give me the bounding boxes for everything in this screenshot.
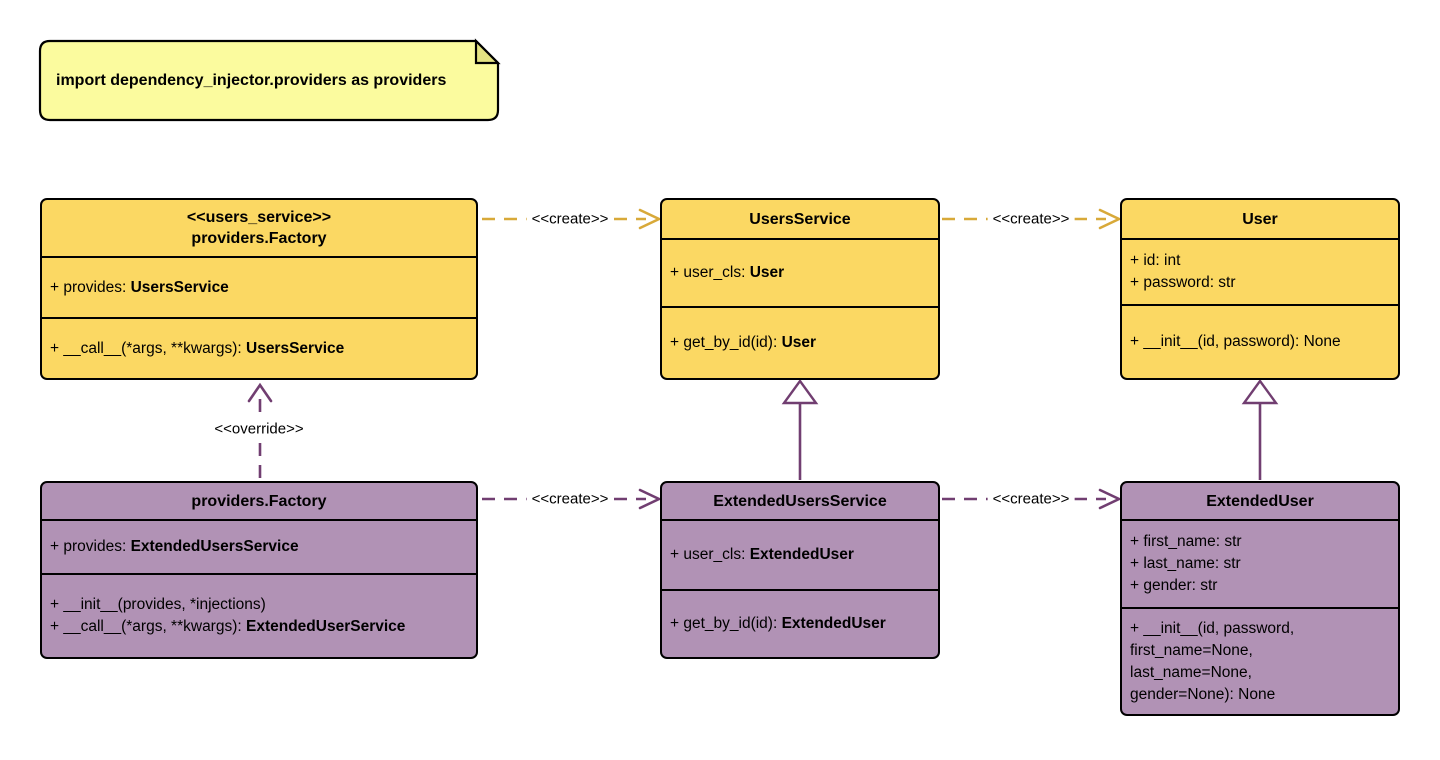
method-line: + __call__(*args, **kwargs): ExtendedUse… xyxy=(50,616,468,638)
attribute-line: + password: str xyxy=(1130,272,1390,294)
class-header: providers.Factory xyxy=(42,483,476,519)
method-text: + get_by_id(id): xyxy=(670,615,782,632)
methods-section: + __init__(provides, *injections) + __ca… xyxy=(42,573,476,657)
method-line: + __call__(*args, **kwargs): UsersServic… xyxy=(50,338,468,360)
attribute-text: + last_name: str xyxy=(1130,555,1241,572)
create-edge-label-usersservice-user: <<create>> xyxy=(987,210,1075,228)
inheritance-triangle-extuser xyxy=(1241,378,1279,405)
attributes-section: + user_cls: ExtendedUser xyxy=(662,519,938,589)
attribute-line: + gender: str xyxy=(1130,575,1390,597)
class-name: providers.Factory xyxy=(191,492,327,510)
method-line: + get_by_id(id): ExtendedUser xyxy=(670,613,930,635)
method-line: + __init__(provides, *injections) xyxy=(50,594,468,616)
create-edge-label-extusersservice-extuser: <<create>> xyxy=(987,490,1075,508)
method-type: ExtendedUser xyxy=(781,615,886,632)
class-header: <<users_service>> providers.Factory xyxy=(42,200,476,256)
override-arrowhead xyxy=(247,382,273,403)
method-type: User xyxy=(781,334,817,351)
method-line: + get_by_id(id): User xyxy=(670,332,930,354)
attribute-type: UsersService xyxy=(130,278,229,296)
methods-section: + __init__(id, password): None xyxy=(1122,304,1398,378)
attribute-text: + password: str xyxy=(1130,274,1236,291)
note-shape xyxy=(38,39,500,122)
attribute-line: + first_name: str xyxy=(1130,531,1390,553)
class-users-service: UsersService + user_cls: User + get_by_i… xyxy=(660,198,940,380)
attribute-text: + provides: xyxy=(50,278,131,296)
methods-section: + get_by_id(id): User xyxy=(662,306,938,378)
create-edge-label-extfactory-extusersservice: <<create>> xyxy=(526,490,614,508)
methods-section: + __call__(*args, **kwargs): UsersServic… xyxy=(42,317,476,378)
method-type: ExtendedUserService xyxy=(246,618,406,635)
attribute-text: + id: int xyxy=(1130,252,1181,269)
attribute-text: + first_name: str xyxy=(1130,533,1242,550)
class-header: User xyxy=(1122,200,1398,238)
class-extended-users-service: ExtendedUsersService + user_cls: Extende… xyxy=(660,481,940,659)
attribute-line: + provides: ExtendedUsersService xyxy=(50,536,468,558)
attribute-text: + user_cls: xyxy=(670,264,750,281)
note-text: import dependency_injector.providers as … xyxy=(56,71,447,89)
method-text: + __call__(*args, **kwargs): xyxy=(50,618,246,635)
attributes-section: + provides: UsersService xyxy=(42,256,476,317)
method-line: + __init__(id, password, first_name=None… xyxy=(1130,618,1335,706)
attribute-line: + user_cls: ExtendedUser xyxy=(670,544,930,566)
class-name: ExtendedUser xyxy=(1206,492,1314,510)
note-fold-icon xyxy=(474,38,501,65)
create-arrowhead-usersservice-user xyxy=(1098,208,1123,230)
class-name: UsersService xyxy=(749,210,851,228)
attributes-section: + id: int + password: str xyxy=(1122,238,1398,304)
attribute-text: + user_cls: xyxy=(670,546,750,563)
create-arrowhead-extusersservice-extuser xyxy=(1098,488,1123,510)
class-stereotype: <<users_service>> xyxy=(186,209,332,226)
create-arrowhead-extfactory-extusersservice xyxy=(638,488,663,510)
create-arrowhead-factory-usersservice xyxy=(638,208,663,230)
attribute-line: + user_cls: User xyxy=(670,262,930,284)
class-header: ExtendedUser xyxy=(1122,483,1398,519)
attribute-type: ExtendedUser xyxy=(749,546,854,563)
class-extended-user: ExtendedUser + first_name: str + last_na… xyxy=(1120,481,1400,716)
attribute-text: + provides: xyxy=(50,538,131,555)
method-text: + __init__(id, password): None xyxy=(1130,333,1341,350)
attribute-line: + last_name: str xyxy=(1130,553,1390,575)
override-edge-label: <<override>> xyxy=(209,420,309,438)
class-name: ExtendedUsersService xyxy=(713,492,887,510)
method-text: + get_by_id(id): xyxy=(670,334,782,351)
class-header: ExtendedUsersService xyxy=(662,483,938,519)
attribute-line: + id: int xyxy=(1130,250,1390,272)
attribute-text: + gender: str xyxy=(1130,577,1218,594)
method-line: + __init__(id, password): None xyxy=(1130,331,1390,353)
method-text: + __call__(*args, **kwargs): xyxy=(50,339,246,357)
attribute-type: User xyxy=(749,264,785,281)
attributes-section: + user_cls: User xyxy=(662,238,938,306)
attributes-section: + provides: ExtendedUsersService xyxy=(42,519,476,573)
attribute-line: + provides: UsersService xyxy=(50,277,468,299)
class-name: User xyxy=(1242,210,1278,228)
method-text: + __init__(id, password, first_name=None… xyxy=(1130,619,1295,703)
method-type: UsersService xyxy=(246,339,345,357)
class-user: User + id: int + password: str + __init_… xyxy=(1120,198,1400,380)
create-edge-label-factory-usersservice: <<create>> xyxy=(526,210,614,228)
attribute-type: ExtendedUsersService xyxy=(130,538,299,555)
class-extended-factory: providers.Factory + provides: ExtendedUs… xyxy=(40,481,478,659)
class-header: UsersService xyxy=(662,200,938,238)
methods-section: + get_by_id(id): ExtendedUser xyxy=(662,589,938,657)
class-users-service-factory: <<users_service>> providers.Factory + pr… xyxy=(40,198,478,380)
class-name: providers.Factory xyxy=(191,230,327,247)
attributes-section: + first_name: str + last_name: str + gen… xyxy=(1122,519,1398,607)
methods-section: + __init__(id, password, first_name=None… xyxy=(1122,607,1398,714)
method-text: + __init__(provides, *injections) xyxy=(50,596,266,613)
inheritance-triangle-extusersservice xyxy=(781,378,819,405)
